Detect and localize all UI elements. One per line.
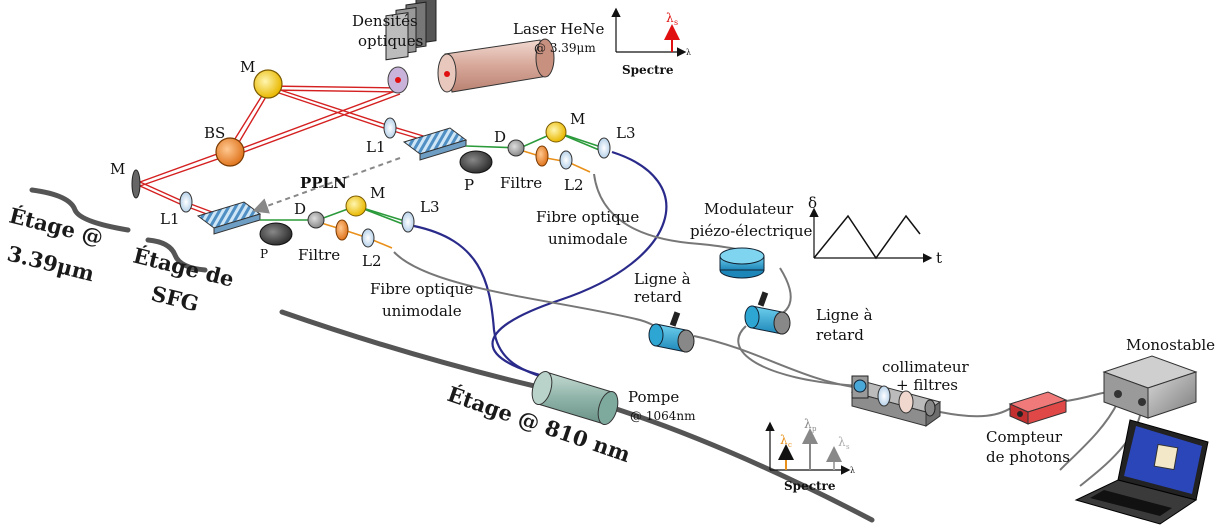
label-p-bottom: P: [260, 247, 268, 261]
beam-splitter: [215, 137, 245, 167]
modulateur-delta: δ: [808, 194, 817, 212]
densites-label-1: Densités: [352, 12, 418, 30]
spectre-bottom-lambda-p: λ: [804, 417, 812, 431]
upper-optics: [507, 121, 611, 170]
collimateur-label-2: + filtres: [896, 376, 958, 394]
lens-l1-top: [383, 117, 397, 139]
label-bs: BS: [204, 124, 225, 142]
spectre-bottom-lambda-p-sub: p: [812, 425, 817, 433]
photon-counter: [1008, 391, 1068, 425]
spectre-bottom-lambda-c-sub: c: [788, 441, 792, 449]
spectre-top-lambda-sub: s: [674, 18, 678, 27]
spectre-top-axis: λ: [686, 48, 691, 57]
pompe-wavelength: @ 1064nm: [630, 409, 696, 423]
label-l2-bottom: L2: [362, 252, 382, 270]
spectrum-bottom: [765, 421, 851, 475]
label-l1-bottom: L1: [160, 210, 180, 228]
ligne-retard-left-1: Ligne à: [634, 270, 691, 288]
compteur-label-1: Compteur: [986, 428, 1063, 446]
modulateur-label-1: Modulateur: [704, 200, 794, 218]
label-l3-top: L3: [616, 124, 636, 142]
monostable-box: [1102, 355, 1198, 419]
stage-sfg-line1: Étage de: [131, 243, 237, 292]
modulation-waveform: [809, 207, 933, 263]
spectre-bottom-lambda-s-sub: s: [846, 443, 850, 451]
fibre-label-upper-1: Fibre optique: [536, 208, 639, 226]
lower-optics: [307, 195, 415, 248]
mirror-top: [253, 69, 283, 99]
label-d-top: D: [494, 128, 506, 146]
label-m-lower: M: [370, 184, 385, 202]
collimator-filters: [850, 375, 942, 427]
optical-densities: [385, 0, 437, 94]
fibre-label-lower-2: unimodale: [382, 302, 462, 320]
lens-l1-bottom: [179, 191, 193, 213]
laser-hene: [437, 38, 555, 93]
ligne-retard-left-2: retard: [634, 288, 682, 306]
pompe-name: Pompe: [628, 388, 679, 406]
ligne-retard-right-1: Ligne à: [816, 306, 873, 324]
laptop: [1074, 419, 1209, 525]
ppln-arrow: [252, 157, 401, 214]
pump-fibres: [413, 150, 668, 384]
label-m-top: M: [240, 58, 255, 76]
label-l3-bottom: L3: [420, 198, 440, 216]
spectre-bottom-lambda-c: λ: [780, 433, 788, 447]
ligne-retard-right-2: retard: [816, 326, 864, 344]
label-m-upper: M: [570, 110, 585, 128]
spectre-bottom-axis: λ: [850, 466, 855, 475]
label-ppln: PPLN: [300, 174, 347, 192]
compteur-label-2: de photons: [986, 448, 1070, 466]
laser-wavelength: @ 3.39μm: [534, 41, 596, 55]
stage-339-line2: 3.39μm: [5, 241, 97, 287]
label-m-left: M: [110, 160, 125, 178]
label-filtre-top: Filtre: [500, 174, 542, 192]
prism-top: [459, 150, 493, 174]
fibre-label-upper-2: unimodale: [548, 230, 628, 248]
prism-bottom: [259, 222, 293, 246]
label-filtre-bottom: Filtre: [298, 246, 340, 264]
modulateur-label-2: piézo-électrique: [690, 222, 812, 240]
modulateur-t: t: [936, 249, 942, 267]
spectre-bottom-lambda-s: λ: [838, 435, 846, 449]
delay-line-left: [648, 311, 695, 353]
spectre-top-lambda: λ: [666, 11, 674, 25]
ppln-crystal-bottom: [196, 201, 262, 235]
label-l1-top: L1: [366, 138, 386, 156]
densites-label-2: optiques: [358, 32, 423, 50]
stage-sfg-line2: SFG: [149, 281, 202, 317]
fibre-label-lower-1: Fibre optique: [370, 280, 473, 298]
ppln-crystal-top: [402, 127, 468, 161]
laser-name: Laser HeNe: [513, 20, 605, 38]
collimateur-label-1: collimateur: [882, 358, 970, 376]
label-d-bottom: D: [294, 200, 306, 218]
spectre-bottom-label: Spectre: [784, 479, 836, 493]
label-p-top: P: [464, 176, 474, 194]
spectrum-top: [611, 7, 687, 57]
pump-laser: [531, 370, 619, 426]
piezo-modulator: [719, 247, 765, 279]
monostable-label: Monostable: [1126, 336, 1215, 354]
mirror-left: [131, 169, 141, 199]
spectre-top-label: Spectre: [622, 63, 674, 77]
label-l2-top: L2: [564, 176, 584, 194]
delay-line-right: [744, 291, 791, 335]
